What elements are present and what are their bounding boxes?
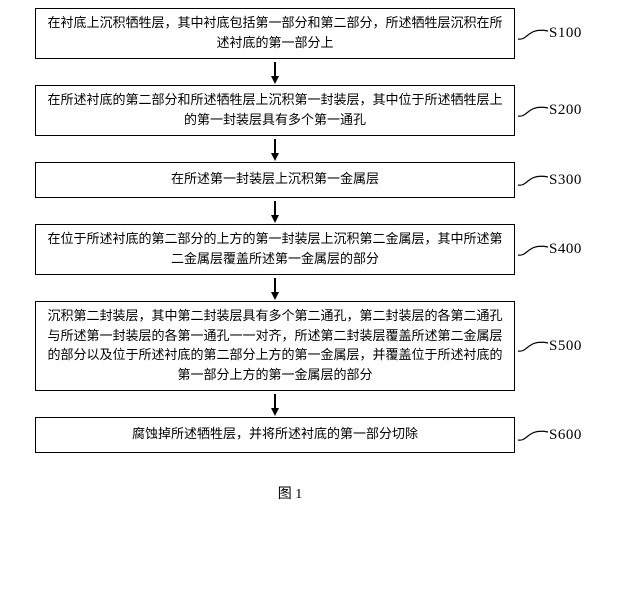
step-label-s600: S600 xyxy=(549,426,582,443)
step-label-s500: S500 xyxy=(549,337,582,354)
step-box-s200: 在所述衬底的第二部分和所述牺牲层上沉积第一封装层，其中位于所述牺牲层上的第一封装… xyxy=(35,85,515,136)
step-text: 在所述衬底的第二部分和所述牺牲层上沉积第一封装层，其中位于所述牺牲层上的第一封装… xyxy=(47,93,503,128)
flowchart-figure: 在衬底上沉积牺牲层，其中衬底包括第一部分和第二部分，所述牺牲层沉积在所述衬底的第… xyxy=(35,8,626,502)
step-box-s100: 在衬底上沉积牺牲层，其中衬底包括第一部分和第二部分，所述牺牲层沉积在所述衬底的第… xyxy=(35,8,515,59)
step-label-s100: S100 xyxy=(549,25,582,41)
step-label-s400: S400 xyxy=(549,241,582,257)
down-arrow xyxy=(35,59,515,85)
flow-step-s600: 腐蚀掉所述牺牲层，并将所述衬底的第一部分切除 S600 xyxy=(35,417,626,453)
arrow-shaft xyxy=(274,139,276,153)
step-box-s400: 在位于所述衬底的第二部分的上方的第一封装层上沉积第二金属层，其中所述第二金属层覆… xyxy=(35,224,515,275)
flow-step-s100: 在衬底上沉积牺牲层，其中衬底包括第一部分和第二部分，所述牺牲层沉积在所述衬底的第… xyxy=(35,8,626,59)
arrow-shaft xyxy=(274,62,276,76)
leader-line-icon xyxy=(517,169,549,191)
leader-line-icon xyxy=(517,239,549,261)
arrow-head-icon xyxy=(271,292,279,300)
leader-line-icon xyxy=(517,335,549,357)
down-arrow xyxy=(35,275,515,301)
arrow-shaft xyxy=(274,201,276,215)
step-text: 在衬底上沉积牺牲层，其中衬底包括第一部分和第二部分，所述牺牲层沉积在所述衬底的第… xyxy=(47,16,503,51)
arrow-head-icon xyxy=(271,408,279,416)
arrow-head-icon xyxy=(271,215,279,223)
down-arrow xyxy=(35,391,515,417)
step-text: 在所述第一封装层上沉积第一金属层 xyxy=(170,172,379,188)
arrow-head-icon xyxy=(271,76,279,84)
arrow-head-icon xyxy=(271,153,279,161)
figure-caption: 图 1 xyxy=(277,487,303,502)
down-arrow xyxy=(35,136,515,162)
leader-line-icon xyxy=(517,424,549,446)
step-box-s500: 沉积第二封装层，其中第二封装层具有多个第二通孔，第二封装层的各第二通孔与所述第一… xyxy=(35,301,515,391)
step-label-s300: S300 xyxy=(549,171,582,188)
flow-step-s300: 在所述第一封装层上沉积第一金属层 S300 xyxy=(35,162,626,198)
flow-step-s500: 沉积第二封装层，其中第二封装层具有多个第二通孔，第二封装层的各第二通孔与所述第一… xyxy=(35,301,626,391)
step-text: 在位于所述衬底的第二部分的上方的第一封装层上沉积第二金属层，其中所述第二金属层覆… xyxy=(47,232,503,267)
step-box-s300: 在所述第一封装层上沉积第一金属层 xyxy=(35,162,515,198)
down-arrow xyxy=(35,198,515,224)
arrow-shaft xyxy=(274,278,276,292)
step-label-s200: S200 xyxy=(549,102,582,118)
step-text: 腐蚀掉所述牺牲层，并将所述衬底的第一部分切除 xyxy=(131,427,418,443)
step-box-s600: 腐蚀掉所述牺牲层，并将所述衬底的第一部分切除 xyxy=(35,417,515,453)
leader-line-icon xyxy=(517,23,549,45)
leader-line-icon xyxy=(517,100,549,122)
step-text: 沉积第二封装层，其中第二封装层具有多个第二通孔，第二封装层的各第二通孔与所述第一… xyxy=(47,309,503,383)
flow-step-s400: 在位于所述衬底的第二部分的上方的第一封装层上沉积第二金属层，其中所述第二金属层覆… xyxy=(35,224,626,275)
flow-step-s200: 在所述衬底的第二部分和所述牺牲层上沉积第一封装层，其中位于所述牺牲层上的第一封装… xyxy=(35,85,626,136)
arrow-shaft xyxy=(274,394,276,408)
